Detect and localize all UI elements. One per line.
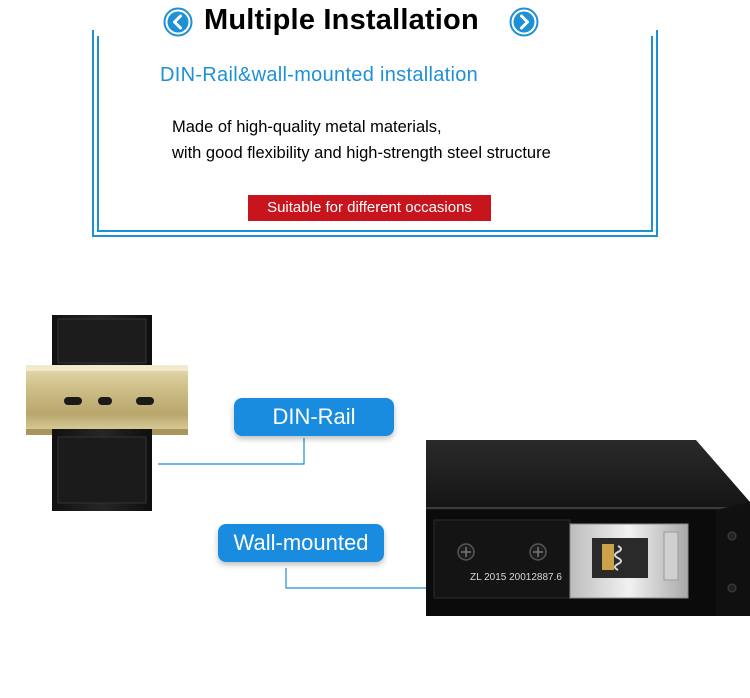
chevron-left-icon[interactable] xyxy=(163,7,193,37)
page-title: Multiple Installation xyxy=(204,4,479,36)
subtitle: DIN-Rail&wall-mounted installation xyxy=(160,64,479,86)
chevron-right-icon[interactable] xyxy=(509,7,539,37)
wall-mounted-label: Wall-mounted xyxy=(218,524,384,562)
din-rail-connector xyxy=(158,438,305,465)
description: Made of high-quality metal materials, wi… xyxy=(172,114,551,166)
device-image xyxy=(426,440,750,616)
wall-mounted-connector xyxy=(285,568,428,589)
occasions-badge: Suitable for different occasions xyxy=(248,195,491,221)
din-rail-image xyxy=(26,315,188,511)
description-line-1: Made of high-quality metal materials, xyxy=(172,118,442,136)
header: Multiple Installation xyxy=(0,4,750,40)
intro-frame xyxy=(92,30,658,237)
device-plate-text: ZL 2015 20012887.6 xyxy=(470,572,562,583)
din-rail-label: DIN-Rail xyxy=(234,398,394,436)
description-line-2: with good flexibility and high-strength … xyxy=(172,144,551,162)
